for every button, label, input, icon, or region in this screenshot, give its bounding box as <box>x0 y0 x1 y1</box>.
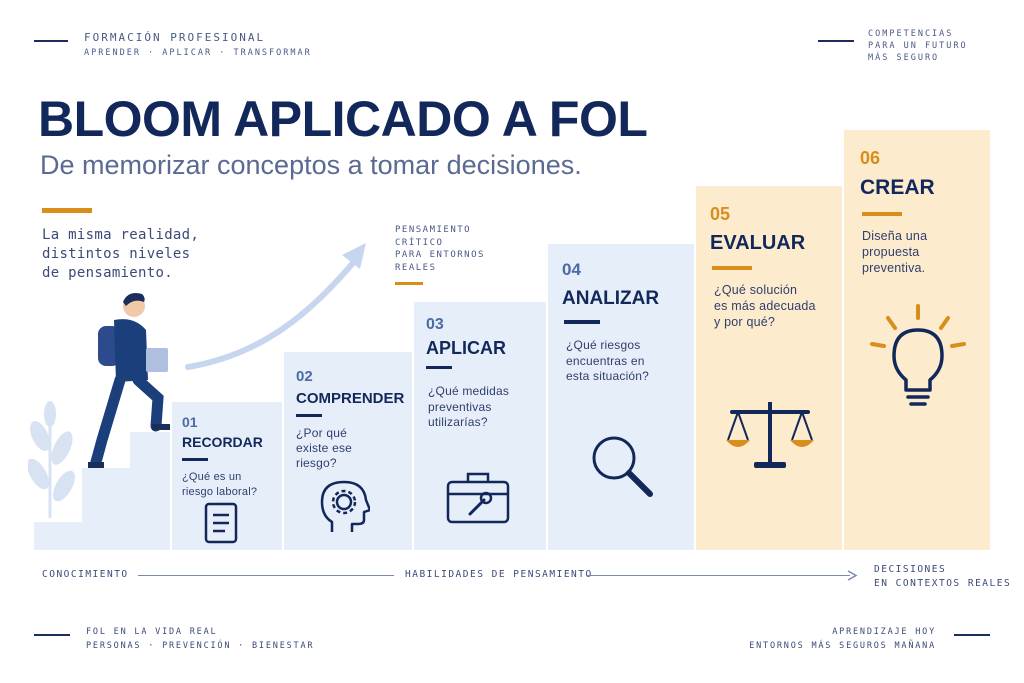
question-line: riesgo? <box>296 456 337 470</box>
question-line: ¿Por qué <box>296 426 347 440</box>
base-stair-3 <box>130 432 170 550</box>
question-line: preventiva. <box>862 261 926 275</box>
magnifier-icon <box>592 436 653 497</box>
head-gear-icon <box>320 480 370 532</box>
step-number: 06 <box>860 148 881 168</box>
question-line: ¿Qué riesgos <box>566 338 641 352</box>
callout-line: PENSAMIENTO <box>395 225 472 235</box>
step-underline <box>564 320 600 324</box>
step-name: RECORDAR <box>182 434 263 450</box>
step-question: Diseña una propuesta preventiva. <box>862 228 927 276</box>
scale-icon <box>726 402 814 468</box>
question-line: ¿Qué solución <box>714 283 798 297</box>
step-name: CREAR <box>860 176 935 199</box>
question-line: preventivas <box>428 399 492 414</box>
callout-text: PENSAMIENTO CRÍTICO PARA ENTORNOS REALES <box>395 224 485 274</box>
axis-arrow-icon <box>847 570 858 581</box>
question-line: ¿Qué es un <box>182 471 242 483</box>
step-number: 04 <box>562 260 581 279</box>
header-right-line1: COMPETENCIAS <box>868 29 954 39</box>
lead-line: La misma realidad, <box>42 227 200 243</box>
step-underline <box>862 212 902 216</box>
axis-middle-label: HABILIDADES DE PENSAMIENTO <box>405 569 593 580</box>
header-left-title: FORMACIÓN PROFESIONAL <box>84 31 266 44</box>
step-underline <box>426 366 452 369</box>
rising-arrow-icon <box>185 243 366 370</box>
step-number: 03 <box>426 316 444 333</box>
step-number: 02 <box>296 368 313 385</box>
step-evaluar: 05 EVALUAR ¿Qué solución es más adecuada… <box>696 186 842 550</box>
step-underline <box>296 414 322 417</box>
header-left-rule <box>34 40 68 42</box>
callout-line: REALES <box>395 262 437 273</box>
footer-left-line2: PERSONAS · PREVENCIÓN · BIENESTAR <box>86 641 315 651</box>
header-right-line2: PARA UN FUTURO <box>868 41 968 51</box>
axis-right-line2: EN CONTEXTOS REALES <box>874 578 1012 589</box>
step-underline <box>712 266 752 270</box>
lead-line: de pensamiento. <box>42 265 173 281</box>
step-crear: 06 CREAR Diseña una propuesta preventiva… <box>844 130 990 550</box>
question-line: es más adecuada <box>714 299 816 313</box>
step-number: 05 <box>710 204 731 224</box>
footer-left-line1: FOL EN LA VIDA REAL <box>86 627 218 637</box>
header-right-line3: MÁS SEGURO <box>868 53 940 63</box>
student-climbing-icon <box>88 293 170 468</box>
page-subtitle: De memorizar conceptos a tomar decisione… <box>40 150 582 180</box>
step-name: EVALUAR <box>710 232 806 254</box>
lead-accent-bar <box>42 208 92 213</box>
page-title: BLOOM APLICADO A FOL <box>38 91 648 147</box>
plant-icon <box>28 401 75 518</box>
step-question: ¿Qué riesgos encuentras en esta situació… <box>566 338 649 385</box>
question-line: propuesta <box>862 245 920 259</box>
lead-line: distintos niveles <box>42 246 191 262</box>
step-name: APLICAR <box>426 338 506 358</box>
lightbulb-icon <box>870 304 966 406</box>
lead-text: La misma realidad, distintos niveles de … <box>42 226 199 283</box>
step-name: COMPRENDER <box>296 390 405 407</box>
axis-line-left <box>138 575 394 576</box>
step-underline <box>182 458 208 461</box>
axis-left-label: CONOCIMIENTO <box>42 569 129 580</box>
step-question: ¿Qué medidas preventivas utilizarías? <box>428 384 509 431</box>
step-name: ANALIZAR <box>562 288 660 309</box>
question-line: esta situación? <box>566 369 650 383</box>
header-right-rule <box>818 40 854 42</box>
footer-right-line1: APRENDIZAJE HOY <box>832 627 936 637</box>
axis-line-right <box>586 575 850 576</box>
step-question: ¿Por qué existe ese riesgo? <box>296 426 352 471</box>
header-left-subtitle: APRENDER · APLICAR · TRANSFORMAR <box>84 48 312 58</box>
step-question: ¿Qué es un riesgo laboral? <box>182 470 257 500</box>
callout-line: CRÍTICO <box>395 237 444 248</box>
footer-right-rule <box>954 634 990 636</box>
base-stair-1 <box>34 522 84 550</box>
question-line: existe ese <box>296 441 353 455</box>
step-comprender: 02 COMPRENDER ¿Por qué existe ese riesgo… <box>284 352 412 550</box>
base-stair-2 <box>82 468 132 550</box>
step-analizar: 04 ANALIZAR ¿Qué riesgos encuentras en e… <box>548 244 694 550</box>
toolbox-icon <box>446 472 510 524</box>
question-line: ¿Qué medidas <box>428 384 510 398</box>
footer-right-line2: ENTORNOS MÁS SEGUROS MAÑANA <box>749 641 936 651</box>
question-line: encuentras en <box>566 353 645 368</box>
step-aplicar: 03 APLICAR ¿Qué medidas preventivas util… <box>414 302 546 550</box>
question-line: utilizarías? <box>428 415 488 429</box>
footer-left-rule <box>34 634 70 636</box>
question-line: Diseña una <box>862 229 928 243</box>
document-icon <box>204 502 238 544</box>
question-line: riesgo laboral? <box>182 486 258 498</box>
question-line: y por qué? <box>714 315 776 329</box>
axis-right-line1: DECISIONES <box>874 564 947 575</box>
step-number: 01 <box>182 414 198 430</box>
callout-accent-bar <box>395 282 423 285</box>
step-recordar: 01 RECORDAR ¿Qué es un riesgo laboral? <box>172 402 282 550</box>
callout-line: PARA ENTORNOS <box>395 250 485 260</box>
step-question: ¿Qué solución es más adecuada y por qué? <box>714 282 816 330</box>
